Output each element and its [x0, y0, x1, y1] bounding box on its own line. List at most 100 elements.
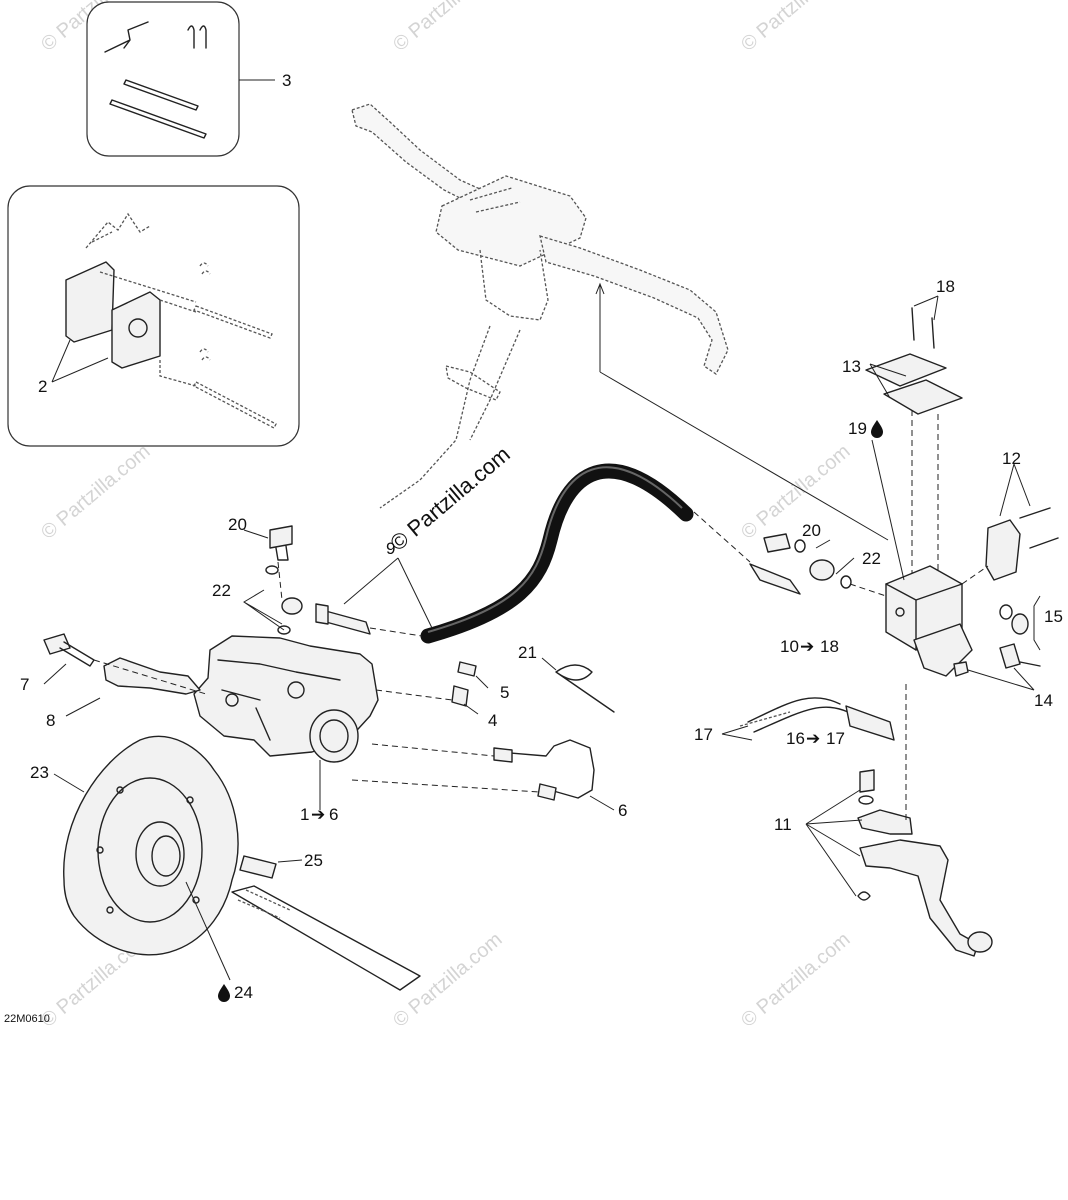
clamp-icon	[985, 519, 1021, 581]
callout-22: 22	[212, 581, 231, 600]
inset-part-3	[86, 1, 275, 157]
hose-fitting-icon	[321, 609, 371, 635]
callout-16: 16	[786, 729, 805, 748]
key-icon	[239, 855, 277, 879]
washer-icon	[277, 625, 291, 635]
callout-20: 20	[228, 515, 247, 534]
brake-pad-icon	[111, 291, 161, 369]
caliper-piston-icon	[309, 709, 359, 763]
master-banjo	[763, 533, 887, 597]
inset-part-2	[7, 185, 300, 447]
banjo-bolt-icon	[763, 533, 791, 553]
washer-icon	[265, 565, 279, 575]
washer-icon	[858, 795, 874, 805]
brake-switch-icon	[845, 705, 895, 741]
caliper-banjo	[265, 525, 303, 635]
watermark: © Partzilla.com	[737, 928, 854, 1031]
leader-lines	[43, 295, 1041, 981]
switch-wire-icon	[747, 697, 841, 723]
callout-23: 23	[30, 763, 49, 782]
callout-11: 11	[774, 815, 792, 834]
disc-hub-icon	[135, 821, 185, 887]
banjo-bolt-icon	[269, 525, 293, 549]
cable-tie-icon	[555, 664, 615, 713]
bolt-icon	[1019, 507, 1059, 549]
brake-hose	[315, 463, 801, 644]
bolt-icon	[43, 633, 71, 655]
arrow-right-icon: ➔	[800, 637, 814, 656]
e-clip-icon	[857, 891, 871, 901]
callout-9: 9	[386, 539, 395, 558]
banjo-fitting-icon	[809, 559, 835, 581]
switch-wire-icon	[753, 706, 849, 733]
watermark: © Partzilla.com	[389, 0, 506, 56]
callout-17: 17	[694, 725, 713, 744]
nut-icon	[953, 661, 969, 677]
callout-1-to-6: 1 ➔ 6	[300, 805, 338, 824]
bracket-icon	[103, 657, 201, 695]
callout-12: 12	[1002, 449, 1021, 468]
diaphragm-icon	[883, 379, 963, 415]
cotter-pin-icon	[187, 25, 207, 49]
arrow-right-icon: ➔	[311, 805, 325, 824]
callout-24-group: 24	[218, 983, 253, 1002]
bridge-tube	[351, 739, 595, 801]
callout-4: 4	[488, 711, 497, 730]
pad-pin-icon	[193, 381, 277, 429]
cotter-pin-icon	[199, 348, 211, 361]
brake-disc	[63, 735, 239, 956]
cotter-pin-icon	[199, 262, 211, 275]
spring-clip-icon	[104, 21, 149, 53]
lever-adjuster-icon	[857, 809, 913, 835]
callout-1: 1	[300, 805, 309, 824]
callout-5: 5	[500, 683, 509, 702]
hose-fitting-icon	[749, 563, 801, 595]
callout-7: 7	[20, 675, 29, 694]
axle-shaft	[231, 885, 421, 991]
washer-icon	[794, 539, 806, 553]
bleeder-cap-icon	[457, 661, 477, 677]
watermark: © Partzilla.com	[389, 928, 506, 1031]
o-ring-icon	[999, 604, 1013, 620]
callout-19: 19	[848, 419, 867, 438]
brake-switch	[739, 697, 895, 741]
brand-watermark: © Partzilla.com	[385, 441, 515, 555]
callout-10: 10	[780, 637, 799, 656]
callout-16-range: 17	[826, 729, 845, 748]
washer-icon	[840, 575, 852, 589]
watermark: © Partzilla.com	[737, 440, 854, 543]
pad-pin-icon	[109, 99, 207, 139]
callout-10-to-18: 10 ➔ 18	[780, 637, 839, 656]
brake-lever	[857, 684, 993, 957]
callout-10-range: 18	[820, 637, 839, 656]
pivot-bolt-icon	[859, 769, 875, 793]
callout-6: 6	[618, 801, 627, 820]
brake-lever-icon	[859, 839, 979, 957]
bleeder-valve	[375, 661, 477, 707]
bushing-icon	[1011, 613, 1029, 635]
pad-pin-icon	[123, 79, 199, 111]
callout-labels: 3 2 20 22 9 7 8 5 4 21 6 1 ➔ 6 23 25 24 …	[4, 71, 1063, 1025]
watermark: © Partzilla.com	[737, 0, 854, 56]
callout-21: 21	[518, 643, 537, 662]
pad-pin-icon	[193, 305, 273, 339]
callout-24: 24	[234, 983, 253, 1002]
reservoir-cover-icon	[865, 353, 947, 387]
screw-icon	[911, 307, 935, 349]
master-cylinder	[865, 307, 1059, 677]
callout-18: 18	[936, 277, 955, 296]
callout-22: 22	[862, 549, 881, 568]
bleeder-screw-icon	[451, 685, 469, 707]
spring-clip-icon	[85, 212, 151, 249]
callout-25: 25	[304, 851, 323, 870]
callout-14: 14	[1034, 691, 1053, 710]
handlebar-reference	[351, 103, 889, 541]
figure-code: 22M0610	[4, 1013, 50, 1025]
callout-16-to-17: 16 ➔ 17	[786, 729, 845, 748]
watermark: © Partzilla.com	[37, 440, 154, 543]
brake-caliper	[193, 635, 379, 763]
banjo-fitting-icon	[281, 597, 303, 615]
callout-19-group: 19	[848, 419, 883, 438]
pivot-sleeve-icon	[999, 643, 1021, 669]
oil-drop-icon	[218, 984, 230, 1002]
